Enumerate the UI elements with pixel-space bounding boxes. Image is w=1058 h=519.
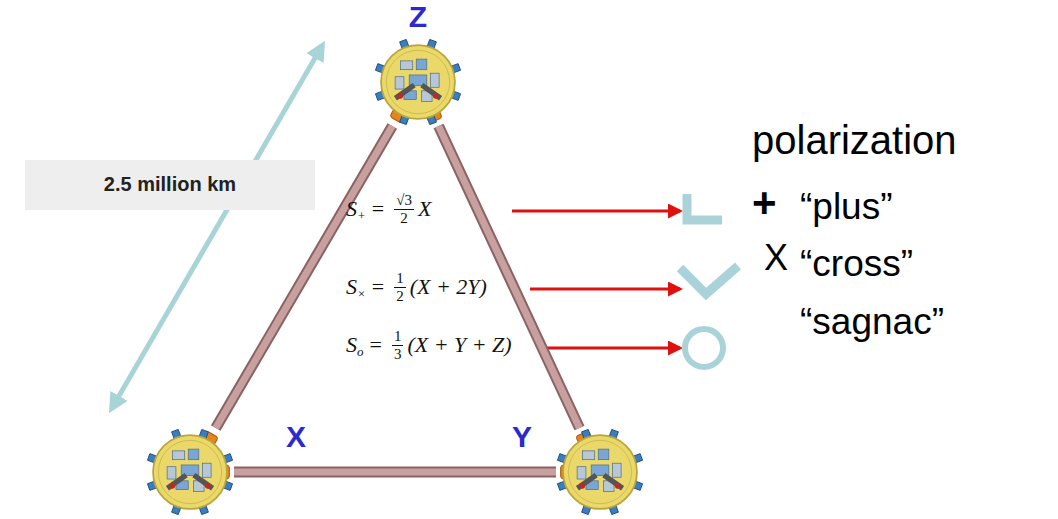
expression: (X + 2Y) <box>410 274 487 300</box>
polarization-name: “plus” <box>800 188 893 225</box>
formula: S+ = √32X <box>346 192 431 226</box>
equals: = <box>370 332 382 358</box>
heading: polarization <box>752 120 957 160</box>
spacecraft-illustration <box>374 38 462 126</box>
red-arrow <box>530 288 680 291</box>
spacecraft: Y <box>556 428 644 516</box>
equals: = <box>372 196 384 222</box>
symbol: S <box>346 196 357 222</box>
spacecraft: Z <box>374 38 462 126</box>
vertex-label: Z <box>409 2 427 32</box>
cross-polarization-symbol <box>680 266 738 294</box>
spacecraft-illustration <box>146 428 234 516</box>
expression: X <box>418 196 431 222</box>
plus-polarization-symbol <box>687 194 722 220</box>
formula: So=13(X + Y + Z) <box>346 328 512 362</box>
distance-label-box: 2.5 million km <box>25 160 315 210</box>
red-arrow <box>542 347 680 350</box>
fraction: √32 <box>394 192 414 226</box>
subscript: + <box>357 208 366 224</box>
subscript: o <box>357 344 364 360</box>
numerator: 1 <box>392 328 404 346</box>
denominator: 3 <box>394 346 402 363</box>
distance-arrow <box>112 46 322 408</box>
numerator: 1 <box>394 270 406 288</box>
equals: = <box>372 274 384 300</box>
denominator: 2 <box>400 210 408 227</box>
spacecraft: X <box>146 428 234 516</box>
vertex-label: Y <box>512 422 532 452</box>
plus-sign: + <box>752 182 777 224</box>
red-arrow <box>512 210 680 213</box>
laser-arm <box>209 465 580 479</box>
fraction: 13 <box>392 328 404 362</box>
expression: (X + Y + Z) <box>407 332 511 358</box>
fraction: 12 <box>394 270 406 304</box>
distance-label: 2.5 million km <box>104 174 236 194</box>
denominator: 2 <box>396 288 404 305</box>
formula: S×=12(X + 2Y) <box>346 270 487 304</box>
subscript: × <box>357 286 366 302</box>
polarization-name: “cross” <box>800 245 913 282</box>
laser-arm <box>196 99 412 455</box>
polarization-name: “sagnac” <box>800 303 944 340</box>
cross-sign: X <box>764 240 788 276</box>
symbol: S <box>346 332 357 358</box>
symbol: S <box>346 274 357 300</box>
spacecraft-illustration <box>556 428 644 516</box>
vertex-label: X <box>286 422 306 452</box>
sagnac-symbol <box>685 329 723 367</box>
numerator: √3 <box>394 192 414 210</box>
